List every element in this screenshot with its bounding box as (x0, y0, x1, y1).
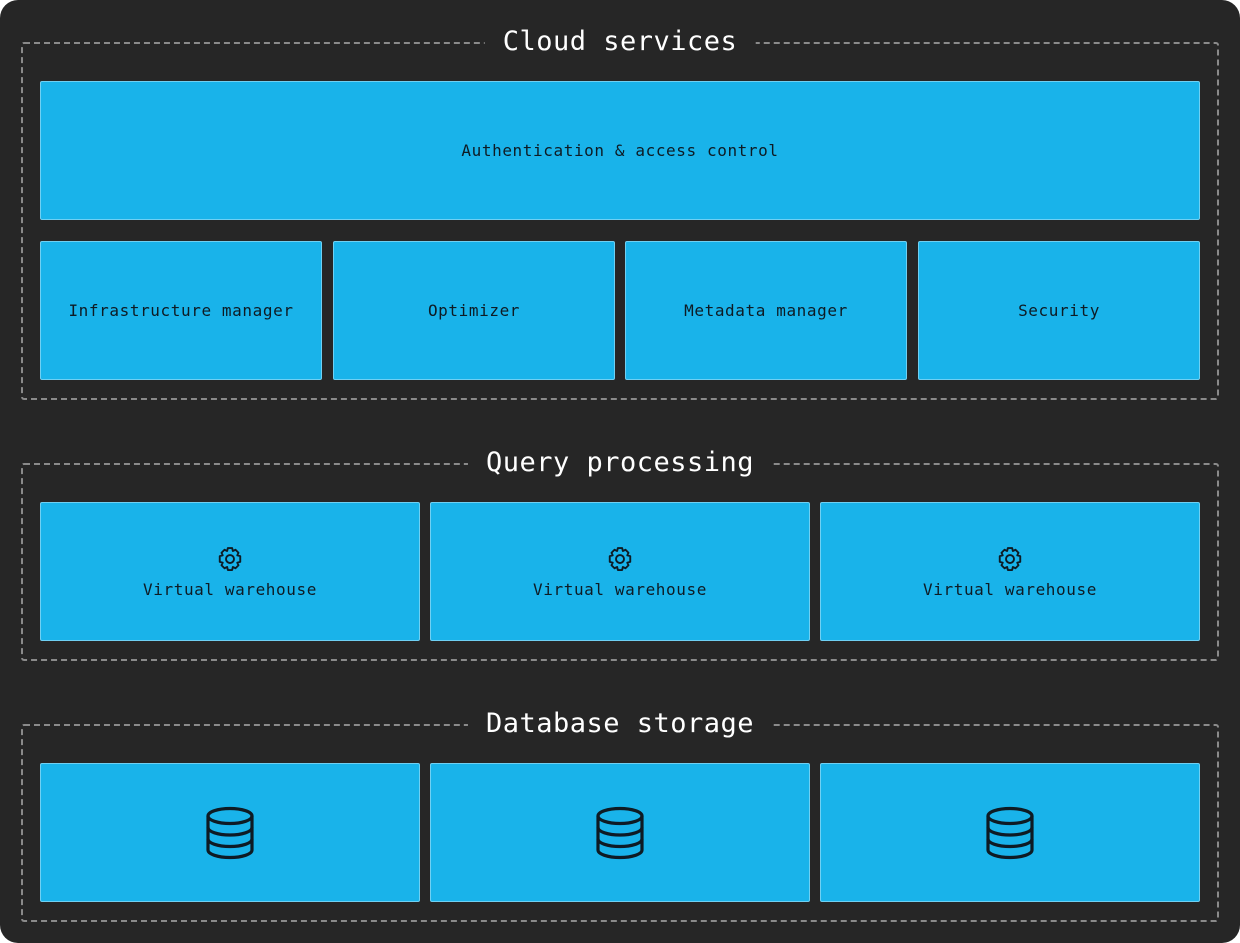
database-icon (206, 806, 254, 859)
virtual-warehouse-box: Virtual warehouse (430, 502, 810, 641)
cloud-services-title: Cloud services (484, 23, 756, 61)
virtual-warehouse-box: Virtual warehouse (820, 502, 1200, 641)
database-storage-section: Database storage (21, 705, 1219, 922)
metadata-manager-box: Metadata manager (625, 241, 907, 380)
storage-box (820, 763, 1200, 902)
security-box: Security (918, 241, 1200, 380)
database-storage-title: Database storage (467, 705, 773, 743)
infrastructure-manager-box: Infrastructure manager (40, 241, 322, 380)
metadata-manager-label: Metadata manager (684, 300, 848, 320)
auth-access-control-box: Authentication & access control (40, 81, 1200, 220)
gear-icon (218, 546, 242, 571)
storage-box (40, 763, 420, 902)
cloud-services-section: Cloud services (21, 23, 1219, 400)
optimizer-label: Optimizer (427, 300, 521, 320)
virtual-warehouse-label: Virtual warehouse (143, 579, 317, 599)
auth-access-control-label: Authentication & access control (461, 140, 779, 160)
query-processing-title: Query processing (467, 444, 773, 482)
query-processing-section: Query processing (21, 444, 1219, 661)
security-label: Security (1018, 300, 1100, 320)
database-icon (596, 806, 644, 859)
virtual-warehouse-label: Virtual warehouse (923, 579, 1097, 599)
storage-box (430, 763, 810, 902)
database-icon (986, 806, 1034, 859)
infrastructure-manager-label: Infrastructure manager (68, 300, 294, 320)
virtual-warehouse-box: Virtual warehouse (40, 502, 420, 641)
optimizer-box: Optimizer (333, 241, 615, 380)
gear-icon (998, 546, 1022, 571)
virtual-warehouse-label: Virtual warehouse (533, 579, 707, 599)
gear-icon (608, 546, 632, 571)
